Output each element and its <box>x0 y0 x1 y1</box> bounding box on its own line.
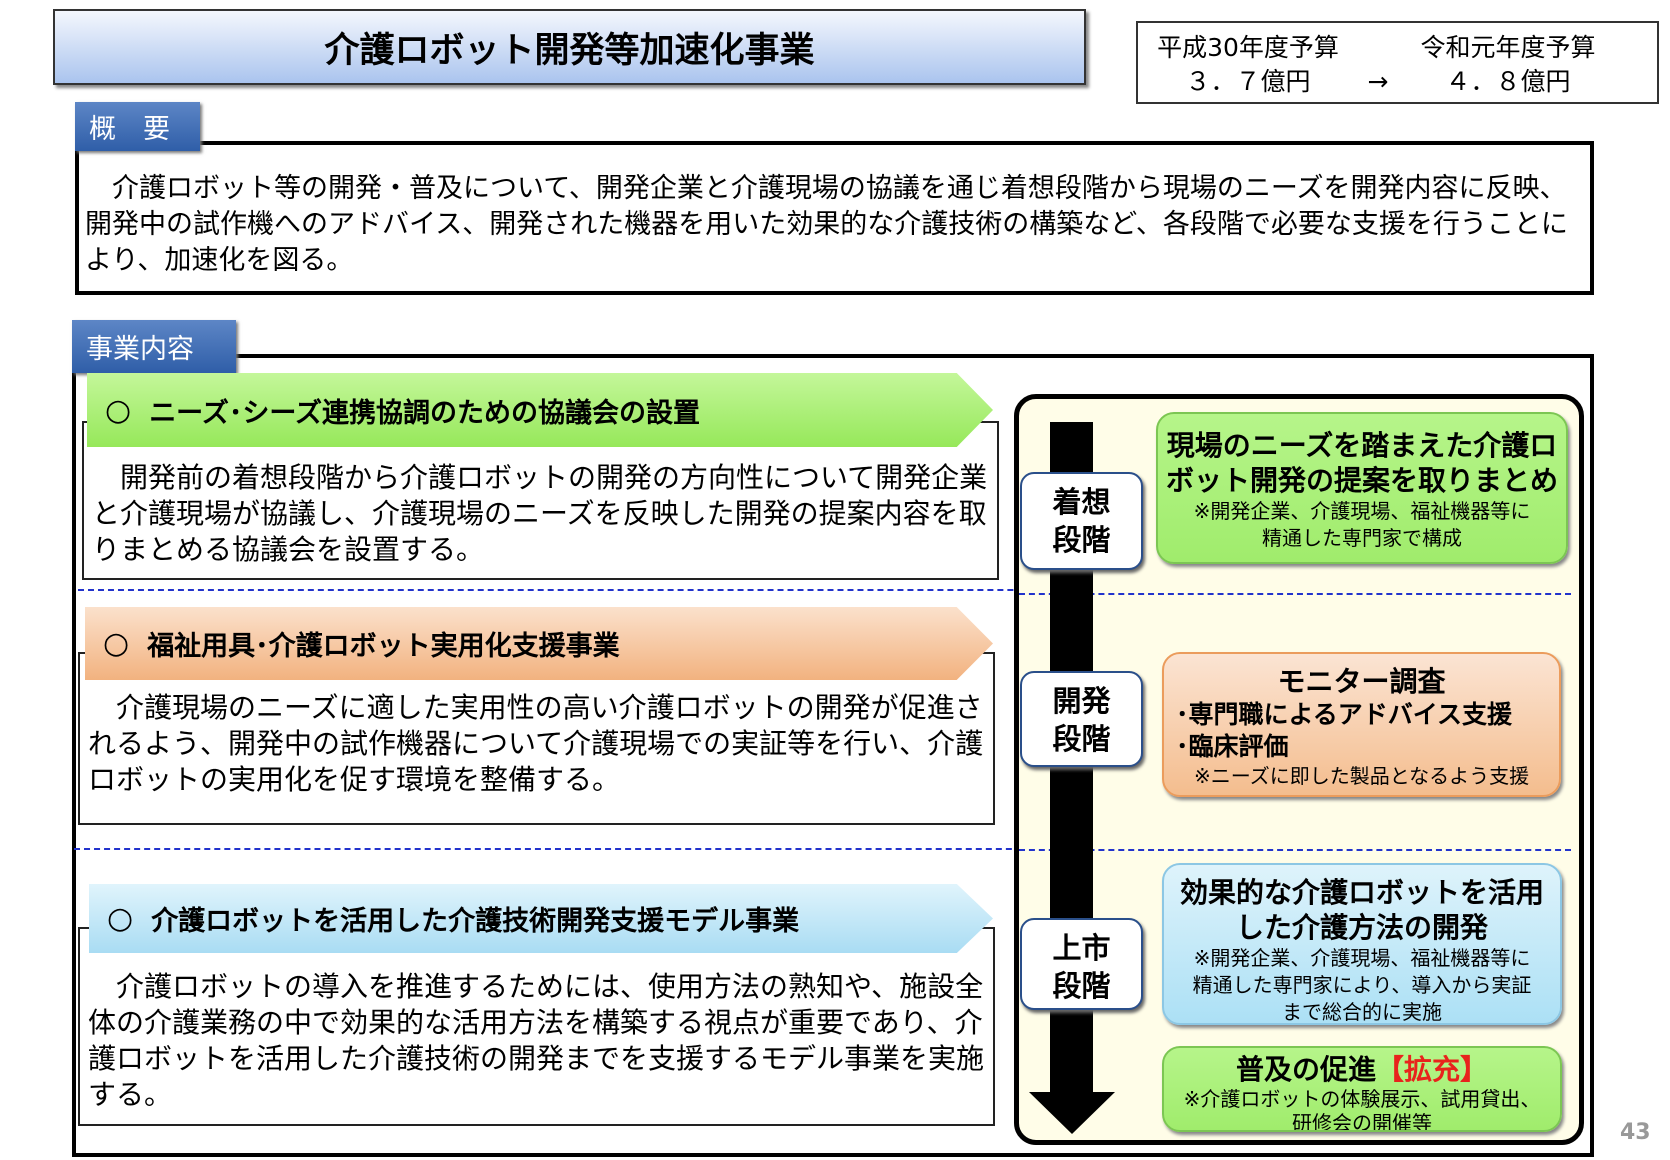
method-note: ※開発企業、介護現場、福祉機器等に精通した専門家により、導入から実証まで総合的に… <box>1192 946 1532 1024</box>
section-3-banner: ○ 介護ロボットを活用した介護技術開発支援モデル事業 <box>89 884 993 953</box>
budget-curr: 令和元年度予算 ４．８億円 <box>1408 31 1608 99</box>
stage-label: 段階 <box>1052 969 1111 1003</box>
method-box: 効果的な介護ロボットを活用した介護方法の開発 ※開発企業、介護現場、福祉機器等に… <box>1162 863 1562 1025</box>
section-1-banner: ○ ニーズ･シーズ連携協調のための協議会の設置 <box>87 373 993 447</box>
divider <box>74 848 1573 850</box>
page-title: 介護ロボット開発等加速化事業 <box>53 9 1086 85</box>
section-2-banner: ○ 福祉用具･介護ロボット実用化支援事業 <box>85 607 993 680</box>
monitor-note: ※ニーズに即した製品となるよう支援 <box>1194 764 1530 788</box>
ideation-heading: 現場のニーズを踏まえた介護ロボット開発の提案を取りまとめ <box>1165 429 1558 497</box>
budget-prev-value: ３．７億円 <box>1185 67 1311 96</box>
page-number: 43 <box>1620 1120 1651 1145</box>
monitor-item: ･臨床評価 <box>1176 732 1289 761</box>
budget-prev: 平成30年度予算 ３．７億円 <box>1148 31 1348 99</box>
section-1-title: ニーズ･シーズ連携協調のための協議会の設置 <box>149 397 700 429</box>
section-2-text: 介護現場のニーズに適した実用性の高い介護ロボットの開発が促進されるよう、開発中の… <box>78 652 995 825</box>
section-2-title: 福祉用具･介護ロボット実用化支援事業 <box>147 631 620 662</box>
stage-label: 段階 <box>1052 722 1111 756</box>
arrow-icon: → <box>1367 67 1389 96</box>
budget-curr-value: ４．８億円 <box>1445 67 1571 96</box>
section-1-text: 開発前の着想段階から介護ロボットの開発の方向性について開発企業と介護現場が協議し… <box>82 421 999 580</box>
ideation-box: 現場のニーズを踏まえた介護ロボット開発の提案を取りまとめ ※開発企業、介護現場、… <box>1156 412 1568 564</box>
stage-ideation: 着想段階 <box>1020 472 1143 570</box>
monitor-box: モニター調査 ･専門職によるアドバイス支援 ･臨床評価 ※ニーズに即した製品とな… <box>1162 652 1561 797</box>
promotion-box: 普及の促進【拡充】 ※介護ロボットの体験展示、試用貸出、研修会の開催等 <box>1162 1046 1562 1132</box>
content-box <box>72 354 1594 1157</box>
timeline-arrow-head-icon <box>1029 1092 1115 1134</box>
budget-prev-label: 平成30年度予算 <box>1157 33 1339 62</box>
method-heading: 効果的な介護ロボットを活用した介護方法の開発 <box>1179 876 1544 944</box>
divider <box>78 589 1573 591</box>
stage-label: 開発 <box>1052 684 1111 718</box>
budget-box: 平成30年度予算 ３．７億円 → 令和元年度予算 ４．８億円 <box>1136 21 1659 104</box>
budget-curr-label: 令和元年度予算 <box>1420 33 1596 62</box>
circle-bullet-icon: ○ <box>107 901 134 936</box>
circle-bullet-icon: ○ <box>103 626 130 661</box>
section-3-text: 介護ロボットの導入を推進するためには、使用方法の熟知や、施設全体の介護業務の中で… <box>78 927 995 1126</box>
stage-label: 着想 <box>1052 485 1111 519</box>
promotion-heading: 普及の促進 <box>1235 1053 1376 1086</box>
stage-label: 上市 <box>1052 931 1111 965</box>
stage-development: 開発段階 <box>1020 671 1143 767</box>
overview-box: 介護ロボット等の開発・普及について、開発企業と介護現場の協議を通じ着想段階から現… <box>75 141 1594 295</box>
monitor-heading: モニター調査 <box>1277 665 1446 698</box>
section-3-title: 介護ロボットを活用した介護技術開発支援モデル事業 <box>151 906 800 937</box>
promotion-note: ※介護ロボットの体験展示、試用貸出、研修会の開催等 <box>1183 1087 1541 1132</box>
content-tab: 事業内容 <box>72 320 236 373</box>
monitor-item: ･専門職によるアドバイス支援 <box>1176 700 1513 729</box>
divider <box>1019 849 1571 851</box>
divider <box>1019 593 1571 595</box>
ideation-note: ※開発企業、介護現場、福祉機器等に精通した専門家で構成 <box>1193 499 1531 550</box>
expansion-tag: 【拡充】 <box>1376 1053 1489 1086</box>
stage-label: 段階 <box>1052 523 1111 557</box>
overview-tab: 概 要 <box>75 102 200 151</box>
circle-bullet-icon: ○ <box>105 392 132 428</box>
stage-market: 上市段階 <box>1020 918 1143 1010</box>
